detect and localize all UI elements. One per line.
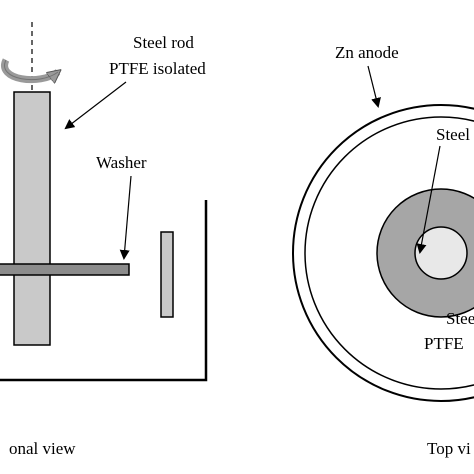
steel-rod-pointer xyxy=(64,81,127,130)
cross-sectional-view-caption: onal view xyxy=(9,439,76,458)
ptfe-isolated-label: PTFE isolated xyxy=(109,59,206,78)
washer xyxy=(0,263,130,276)
steel-top-label: Steel xyxy=(436,125,470,144)
zn-anode-side xyxy=(160,231,174,318)
washer-pointer xyxy=(119,175,132,260)
cross-sectional-view: Steel rod PTFE isolated Washer onal view xyxy=(0,22,208,458)
washer-label: Washer xyxy=(96,153,147,172)
ptfe-top-label: PTFE xyxy=(424,334,464,353)
steel-top-lower-label: Steel xyxy=(446,309,474,328)
top-view-caption: Top vi xyxy=(427,439,471,458)
cell-container xyxy=(0,200,208,382)
top-view: Zn anode Steel Steel PTFE Top vi xyxy=(292,43,474,458)
steel-rod xyxy=(13,91,51,346)
steel-rod-top xyxy=(414,226,468,280)
steel-rod-label: Steel rod xyxy=(133,33,194,52)
steel-top-pointer xyxy=(416,145,441,254)
zn-anode-label: Zn anode xyxy=(335,43,399,62)
zn-anode-pointer xyxy=(367,65,381,108)
